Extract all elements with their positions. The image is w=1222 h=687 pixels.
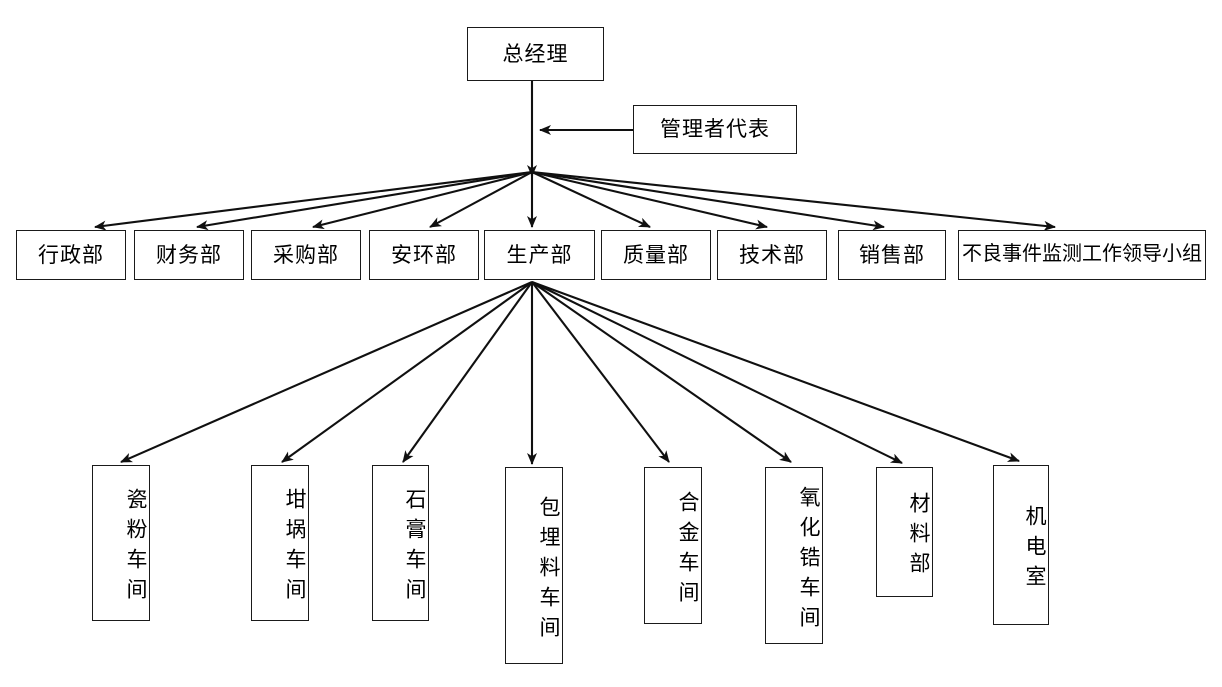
node-dept-finance[interactable]: 财务部: [134, 230, 244, 280]
edge-hub-to-dept-8: [531, 170, 885, 231]
node-dept-safety-environment[interactable]: 安环部: [369, 230, 479, 280]
node-workshop-alloy-label: 合金车间: [676, 490, 700, 611]
node-workshop-investment-material[interactable]: 包埋料车间: [505, 467, 563, 664]
node-dept-adverse-event-leading-group-label: 不良事件监测工作领导小组: [962, 243, 1202, 266]
edge-hub-to-dept-9: [531, 170, 1056, 231]
node-dept-quality[interactable]: 质量部: [601, 230, 711, 280]
node-workshop-materials-department[interactable]: 材料部: [876, 467, 933, 597]
node-workshop-crucible[interactable]: 坩埚车间: [251, 465, 309, 621]
node-workshop-crucible-label: 坩埚车间: [283, 488, 307, 608]
node-management-representative[interactable]: 管理者代表: [633, 105, 797, 154]
node-dept-purchasing[interactable]: 采购部: [251, 230, 361, 280]
node-dept-technology[interactable]: 技术部: [717, 230, 827, 280]
edge-hub-to-dept-1: [94, 170, 533, 231]
node-workshop-zirconia-label: 氧化锆车间: [797, 485, 821, 636]
node-workshop-gypsum[interactable]: 石膏车间: [372, 465, 429, 621]
node-workshop-zirconia[interactable]: 氧化锆车间: [765, 467, 823, 644]
node-workshop-porcelain-powder-label: 瓷粉车间: [124, 488, 148, 608]
edge-prod-to-shop-2: [281, 281, 533, 463]
node-dept-administration-label: 行政部: [38, 242, 104, 267]
node-workshop-investment-material-label: 包埋料车间: [537, 495, 561, 646]
edge-hub-to-dept-7: [531, 170, 768, 230]
node-general-manager-label: 总经理: [502, 41, 569, 66]
node-workshop-porcelain-powder[interactable]: 瓷粉车间: [92, 465, 150, 621]
edge-hub-to-dept-2: [196, 170, 533, 231]
edge-prod-to-shop-3: [402, 281, 533, 463]
node-workshop-gypsum-label: 石膏车间: [403, 488, 427, 608]
node-workshop-alloy[interactable]: 合金车间: [644, 467, 702, 624]
node-dept-finance-label: 财务部: [156, 242, 222, 267]
node-dept-purchasing-label: 采购部: [273, 242, 339, 267]
edge-prod-to-shop-5: [531, 281, 670, 463]
edge-prod-to-shop-1: [120, 281, 533, 463]
node-dept-administration[interactable]: 行政部: [16, 230, 126, 280]
edge-prod-to-shop-6: [531, 281, 792, 463]
node-dept-production[interactable]: 生产部: [484, 230, 595, 280]
node-workshop-electromechanical-room-label: 机电室: [1023, 505, 1047, 595]
node-general-manager[interactable]: 总经理: [467, 27, 604, 81]
node-dept-sales[interactable]: 销售部: [838, 230, 946, 280]
edge-prod-to-shop-7: [531, 281, 903, 464]
node-dept-adverse-event-leading-group[interactable]: 不良事件监测工作领导小组: [958, 230, 1206, 280]
edge-prod-to-shop-8: [531, 281, 1020, 462]
edge-hub-to-dept-6: [531, 171, 651, 228]
node-dept-sales-label: 销售部: [859, 242, 925, 267]
edge-hub-to-dept-3: [312, 170, 533, 230]
node-dept-technology-label: 技术部: [739, 242, 805, 267]
node-management-representative-label: 管理者代表: [660, 117, 770, 142]
node-workshop-electromechanical-room[interactable]: 机电室: [993, 465, 1049, 625]
node-workshop-materials-department-label: 材料部: [907, 492, 931, 582]
node-dept-safety-environment-label: 安环部: [391, 242, 457, 267]
edge-hub-to-dept-4: [429, 171, 533, 228]
node-dept-production-label: 生产部: [506, 242, 573, 267]
node-dept-quality-label: 质量部: [623, 242, 689, 267]
